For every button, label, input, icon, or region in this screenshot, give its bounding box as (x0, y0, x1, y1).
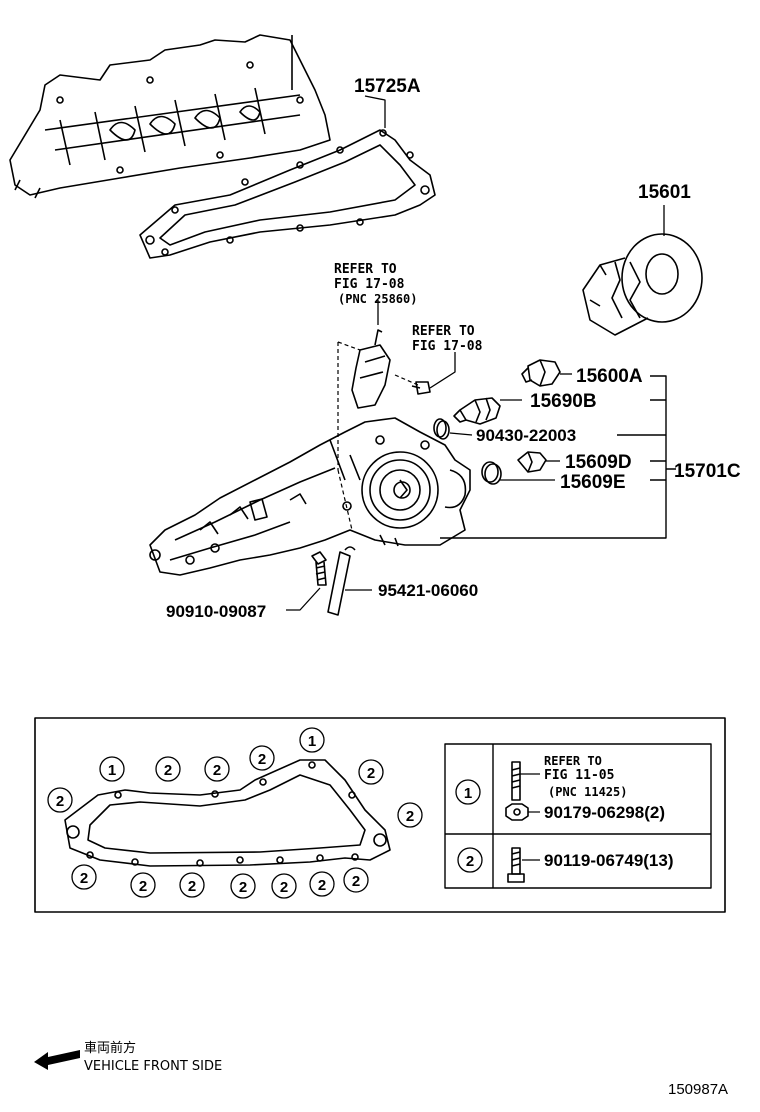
legend-marker-2: 2 (466, 853, 474, 870)
label-plug-d: 15609D (565, 452, 632, 473)
label-plug-a: 15600A (576, 366, 643, 387)
legend-table (444, 743, 712, 889)
callout-1: 1 (108, 762, 116, 779)
callout-2: 2 (280, 879, 288, 896)
callout-2: 2 (139, 878, 147, 895)
label-pipe: 95421-06060 (378, 581, 478, 600)
inset-callout-circles (47, 727, 483, 899)
callout-2: 2 (188, 878, 196, 895)
ref1-line2: FIG 17-08 (334, 277, 405, 292)
ref1-line3: (PNC 25860) (338, 292, 417, 306)
callout-1: 1 (308, 733, 316, 750)
callout-2: 2 (239, 879, 247, 896)
flange-bolt-icon (507, 847, 540, 883)
stud-icon (511, 761, 540, 801)
callout-2: 2 (367, 765, 375, 782)
oil-cooler-housing-drawing (149, 417, 471, 576)
plug-15600a-drawing (521, 359, 561, 387)
label-bolt: 90910-09087 (166, 602, 266, 621)
vehicle-front-label: VEHICLE FRONT SIDE (84, 1059, 222, 1074)
pipe-drawing (327, 546, 356, 616)
gasket-ring-drawing (433, 418, 450, 440)
bolt-drawing (311, 551, 327, 586)
callout-2: 2 (164, 762, 172, 779)
callout-2: 2 (56, 793, 64, 810)
figure-code: 150987A (668, 1081, 728, 1098)
legend-ref-line1: REFER TO (544, 754, 602, 768)
callout-2: 2 (406, 808, 414, 825)
legend-part-2: 90119-06749(13) (544, 851, 674, 870)
legend-part-1: 90179-06298(2) (544, 803, 665, 822)
inset-frame (34, 717, 726, 913)
sensor-drawing (351, 329, 391, 409)
gasket-drawing (139, 129, 436, 259)
callout-2: 2 (80, 870, 88, 887)
inset-callout-numbers: 1 2 2 2 1 2 2 2 2 2 2 2 2 2 2 1 2 (56, 733, 474, 896)
callout-2: 2 (352, 873, 360, 890)
label-oil-filter: 15601 (638, 182, 691, 203)
ref2-line2: FIG 17-08 (412, 339, 483, 354)
label-switch-b: 15690B (530, 391, 597, 412)
ref2-line1: REFER TO (412, 324, 475, 339)
callout-2: 2 (258, 751, 266, 768)
oil-filter-drawing (582, 233, 703, 336)
legend-ref-line3: (PNC 11425) (548, 785, 627, 799)
jp-front-label: 車両前方 (84, 1040, 136, 1056)
small-bolt-drawing (411, 381, 431, 395)
inset-gasket-drawing (64, 759, 391, 867)
ref1-line1: REFER TO (334, 262, 397, 277)
callout-2: 2 (318, 877, 326, 894)
front-arrow-icon (34, 1050, 80, 1070)
label-gasket: 15725A (354, 76, 421, 97)
plug-15609d-drawing (517, 451, 547, 473)
ring-15609e-drawing (481, 461, 502, 485)
label-gasket-ring: 90430-22003 (476, 426, 576, 445)
legend-ref-line2: FIG 11-05 (544, 768, 614, 783)
label-ring-e: 15609E (560, 472, 626, 493)
legend-marker-1: 1 (464, 785, 472, 802)
switch-15690b-drawing (453, 397, 501, 425)
engine-block-drawing (9, 34, 331, 199)
label-cooler-assy: 15701C (674, 461, 741, 482)
nut-icon (505, 803, 540, 821)
callout-2: 2 (213, 762, 221, 779)
